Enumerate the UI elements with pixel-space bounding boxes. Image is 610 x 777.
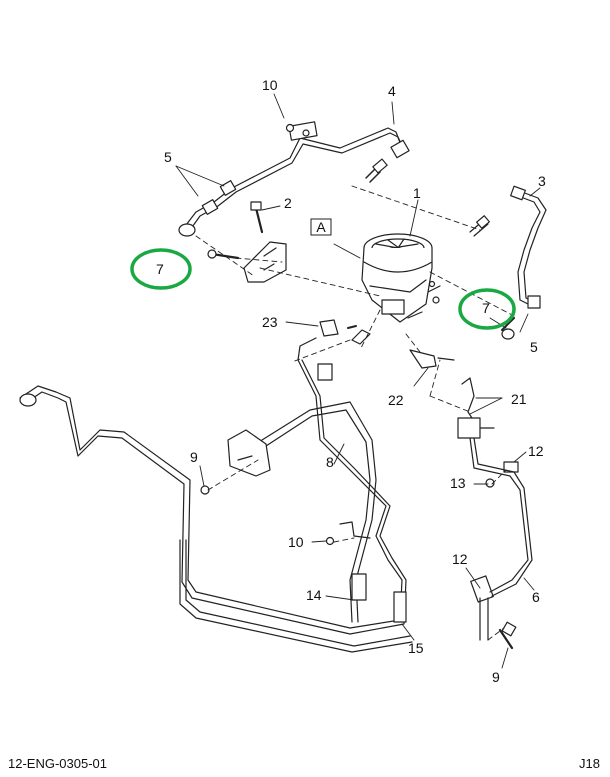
callout-labels: 10 4 5 1 2 3 7 7 5 23 22 21 12 9 8 13 10… <box>156 77 546 685</box>
callout-4: 4 <box>388 83 396 99</box>
callout-7-right: 7 <box>482 300 490 316</box>
callout-6: 6 <box>532 589 540 605</box>
callout-8: 8 <box>326 454 334 470</box>
fittings <box>200 158 519 650</box>
highlight-circles <box>130 248 516 330</box>
callout-10-bottom: 10 <box>288 534 304 550</box>
lower-right-line <box>469 437 533 597</box>
callout-22: 22 <box>388 392 404 408</box>
callout-10-top: 10 <box>262 77 278 93</box>
highlight-circle-left <box>130 248 192 290</box>
callout-12-upper: 12 <box>528 443 544 459</box>
callout-14: 14 <box>306 587 322 603</box>
callout-5-left: 5 <box>164 149 172 165</box>
right-line-assembly <box>501 185 547 340</box>
callout-9-left: 9 <box>190 449 198 465</box>
figure-id: 12-ENG-0305-01 <box>8 756 107 771</box>
fuel-pump-body <box>361 233 441 323</box>
page-code: J18 <box>579 756 600 771</box>
callout-12-lower: 12 <box>452 551 468 567</box>
callout-21: 21 <box>511 391 527 407</box>
callout-5-right: 5 <box>530 339 538 355</box>
leader-lines <box>175 93 541 669</box>
callout-9-bottom: 9 <box>492 669 500 685</box>
long-fuel-lines <box>19 337 413 653</box>
callout-13: 13 <box>450 475 466 491</box>
callout-23: 23 <box>262 314 278 330</box>
view-label-box: A <box>310 218 332 236</box>
mounting-bracket <box>207 201 287 283</box>
top-left-line-assembly <box>178 121 410 237</box>
callout-15: 15 <box>408 640 424 656</box>
highlight-circle-right <box>458 288 516 330</box>
callout-2: 2 <box>284 195 292 211</box>
callout-3: 3 <box>538 173 546 189</box>
dashed-centerlines <box>195 185 515 641</box>
callout-1: 1 <box>413 185 421 201</box>
callout-7-left: 7 <box>156 261 164 277</box>
view-label-text: A <box>316 219 326 235</box>
